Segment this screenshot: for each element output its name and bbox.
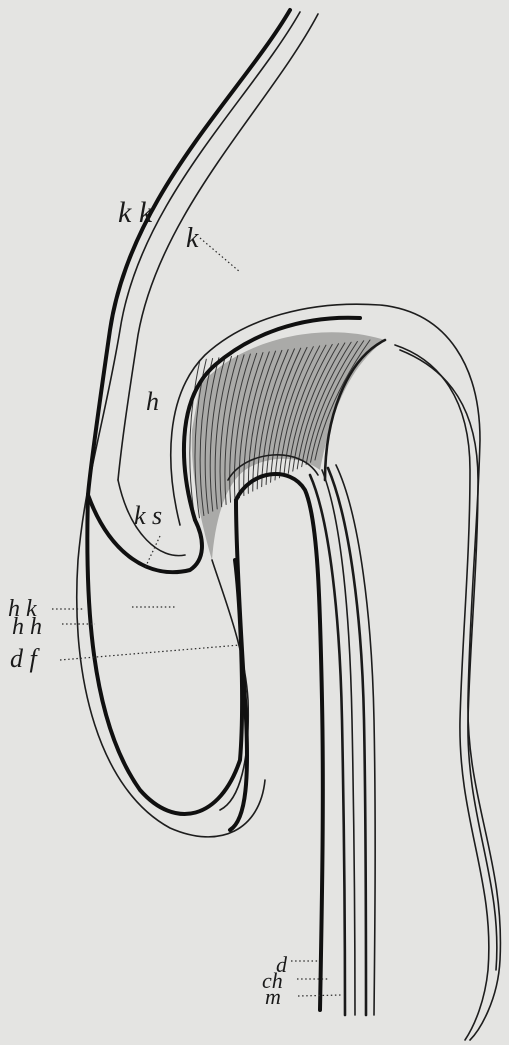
leader-k: [200, 238, 240, 272]
label-k: k: [186, 223, 199, 254]
right-inner-band-edge: [395, 345, 489, 1040]
leader-df: [60, 645, 240, 660]
lower-pocket-outer: [87, 495, 242, 814]
label-ks: k s: [134, 501, 162, 530]
right-inner-band-edge2: [400, 350, 497, 970]
central-fold-left: [236, 474, 323, 1010]
label-hh: h h: [12, 614, 42, 640]
label-m: m: [265, 984, 281, 1009]
label-kk: k k: [118, 196, 153, 229]
label-df: d f: [10, 644, 41, 673]
label-h: h: [146, 387, 159, 416]
leader-hh: [62, 607, 176, 624]
